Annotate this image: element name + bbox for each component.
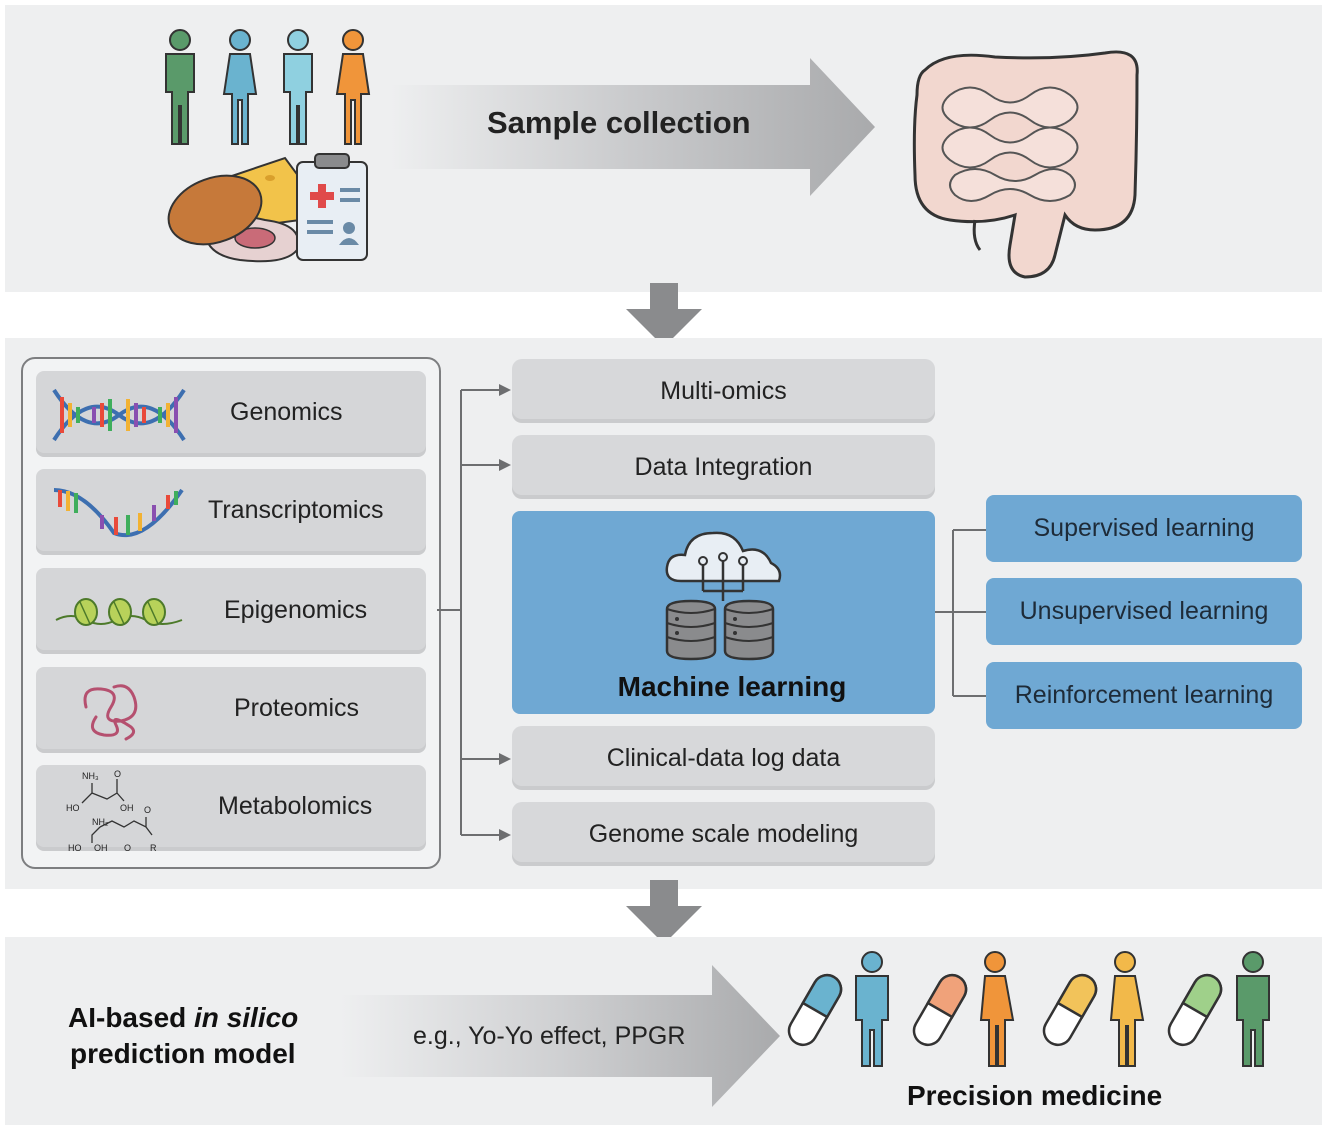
prediction-arrow-label: e.g., Yo-Yo effect, PPGR <box>413 1022 686 1050</box>
down-arrow-2 <box>626 880 702 944</box>
unsupervised-learning-box: Unsupervised learning <box>986 578 1302 645</box>
omic-label: Genomics <box>230 398 343 426</box>
multi-omics-box: Multi-omics <box>512 359 935 423</box>
dna-double-helix-icon <box>52 388 186 442</box>
genome-modeling-box: Genome scale modeling <box>512 802 935 866</box>
chem-oh: OH <box>120 803 134 813</box>
cloud-database-icon <box>665 531 782 661</box>
people-group-icon <box>165 29 370 145</box>
sample-collection-arrow <box>390 58 875 196</box>
omic-proteomics: Proteomics <box>36 667 426 753</box>
machine-learning-label: Machine learning <box>617 671 847 702</box>
chem-oh2: OH <box>94 843 108 853</box>
omic-transcriptomics: Transcriptomics <box>36 469 426 555</box>
model-title-part2: prediction model <box>70 1038 296 1069</box>
supervised-learning-box: Supervised learning <box>986 495 1302 562</box>
food-and-medical-record-icon <box>167 153 368 263</box>
reinforcement-learning-box: Reinforcement learning <box>986 662 1302 729</box>
prediction-arrow <box>340 965 780 1107</box>
nucleosome-icon <box>55 598 183 626</box>
omic-epigenomics: Epigenomics <box>36 568 426 654</box>
chem-o: O <box>114 769 121 779</box>
omic-label: Transcriptomics <box>208 496 384 524</box>
intestine-icon <box>912 50 1139 279</box>
model-title-italic: in silico <box>194 1002 299 1033</box>
model-title: AI-based in silico prediction model <box>68 1000 298 1072</box>
clinical-data-box: Clinical-data log data <box>512 726 935 790</box>
omic-label: Epigenomics <box>224 596 368 624</box>
down-arrow-1 <box>626 283 702 347</box>
chemical-structure-icon: NH₃ O HO OH NH₂ O HO OH O R <box>66 769 157 853</box>
model-title-part1: AI-based <box>68 1002 195 1033</box>
learning-connector-lines <box>935 529 987 697</box>
rna-strand-icon <box>53 488 184 538</box>
chem-ho2: HO <box>68 843 82 853</box>
data-integration-box: Data Integration <box>512 435 935 499</box>
chem-r: R <box>150 843 157 853</box>
omics-connector-lines <box>437 384 511 841</box>
chem-ho: HO <box>66 803 80 813</box>
chem-nh3: NH₃ <box>82 771 99 781</box>
chem-o2: O <box>144 805 151 815</box>
precision-medicine-label: Precision medicine <box>907 1080 1163 1111</box>
precision-medicine-icons <box>787 951 1270 1067</box>
sample-collection-label: Sample collection <box>487 105 751 140</box>
omic-metabolomics: NH₃ O HO OH NH₂ O HO OH O R Metabolomics <box>36 765 426 853</box>
chem-o3: O <box>124 843 131 853</box>
omic-label: Metabolomics <box>218 792 373 820</box>
omic-label: Proteomics <box>234 694 360 722</box>
protein-fold-icon <box>83 684 138 741</box>
chem-nh2: NH₂ <box>92 817 109 827</box>
omic-genomics: Genomics <box>36 371 426 457</box>
